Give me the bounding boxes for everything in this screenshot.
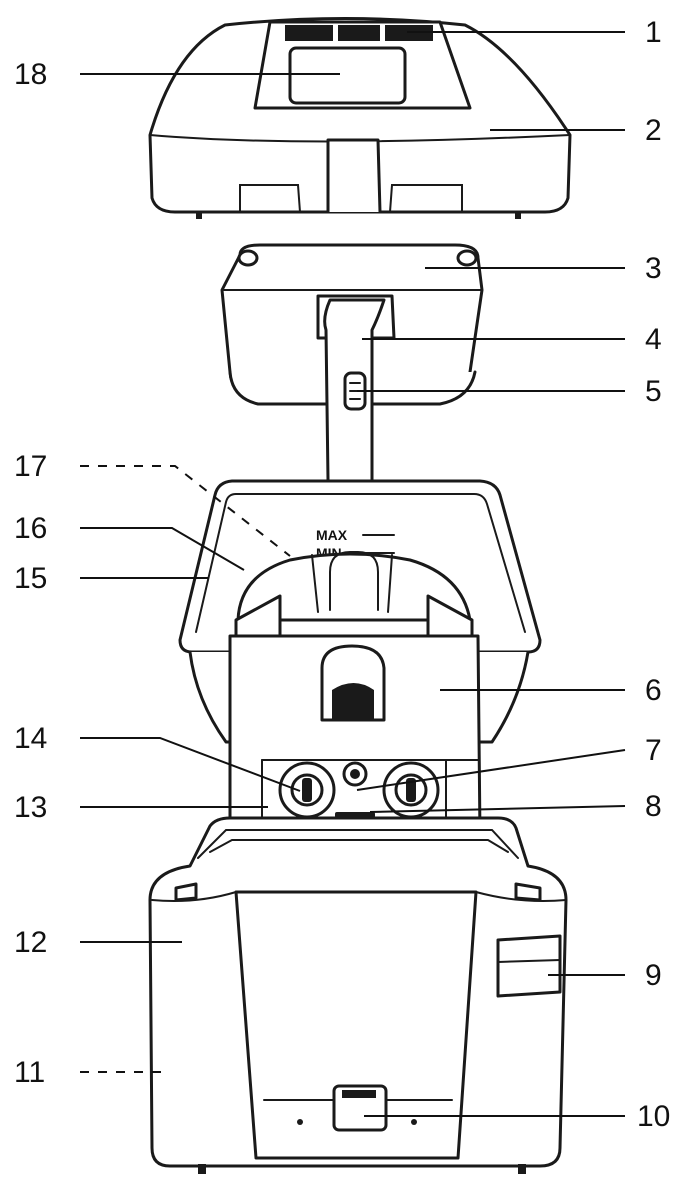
max-level-mark: MAX <box>316 527 348 543</box>
basket-hook-left <box>237 249 259 267</box>
leader-lines <box>80 31 626 1117</box>
callout-numbers: 1 2 3 4 5 6 7 8 9 10 11 12 13 14 15 16 1… <box>14 16 670 1133</box>
leader-17 <box>80 465 291 557</box>
housing-front-panel <box>234 890 478 1160</box>
callout-4: 4 <box>645 323 662 356</box>
callout-6: 6 <box>645 674 662 707</box>
callout-12: 12 <box>14 926 47 959</box>
lid <box>148 17 572 219</box>
housing <box>148 816 568 1174</box>
lid-handle-slot <box>326 138 382 214</box>
callout-16: 16 <box>14 512 47 545</box>
callout-9: 9 <box>645 959 662 992</box>
heating-coil <box>236 552 472 622</box>
callout-17: 17 <box>14 450 47 483</box>
callout-13: 13 <box>14 791 47 824</box>
housing-latch-left <box>174 882 198 902</box>
callout-2: 2 <box>645 114 662 147</box>
callout-18: 18 <box>14 58 47 91</box>
handle-recess <box>496 934 562 998</box>
leader-8 <box>369 805 626 813</box>
basket-hook-right <box>456 249 478 267</box>
callout-11: 11 <box>14 1056 45 1089</box>
callout-3: 3 <box>645 252 662 285</box>
lid-viewing-window <box>288 46 407 105</box>
leader-14 <box>80 737 301 792</box>
basket-handle <box>316 294 396 492</box>
callout-7: 7 <box>645 734 662 767</box>
leader-7 <box>356 749 626 791</box>
housing-latch-right <box>514 882 542 902</box>
callout-10: 10 <box>637 1100 670 1133</box>
callout-8: 8 <box>645 790 662 823</box>
callout-14: 14 <box>14 722 47 755</box>
leader-16 <box>80 527 245 571</box>
callout-15: 15 <box>14 562 47 595</box>
callout-1: 1 <box>645 16 662 49</box>
callout-5: 5 <box>645 375 662 408</box>
